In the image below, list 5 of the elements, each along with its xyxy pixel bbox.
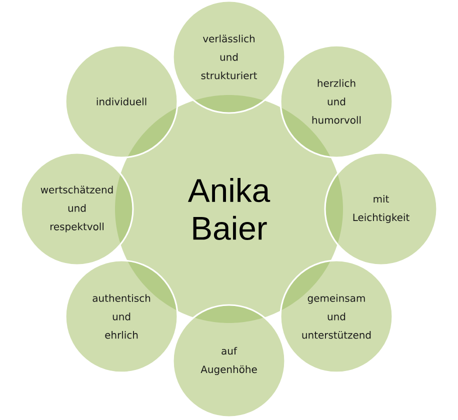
node-label: wertschätzend und respektvoll bbox=[40, 186, 113, 232]
node-label: mit Leichtigkeit bbox=[353, 194, 410, 224]
node-label: Anika Baier bbox=[188, 178, 270, 240]
node-label: verlässlich und strukturiert bbox=[201, 34, 258, 80]
node-label: auf Augenhöhe bbox=[200, 346, 257, 376]
